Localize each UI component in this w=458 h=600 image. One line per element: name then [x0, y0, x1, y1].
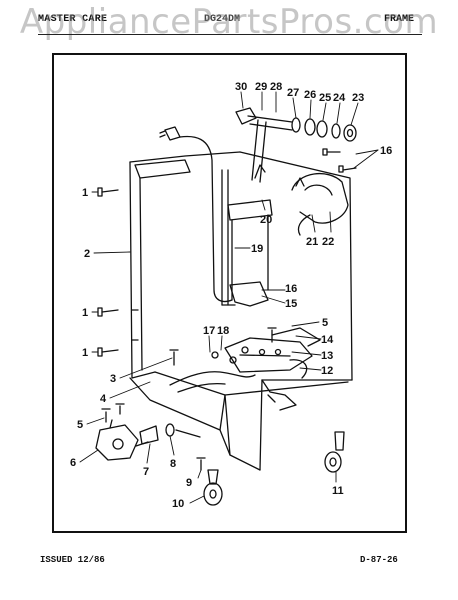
callout-15: 15: [285, 298, 297, 310]
callout-1: 1: [82, 307, 88, 319]
header-brand: MASTER CARE: [38, 14, 108, 25]
callout-19: 19: [251, 243, 263, 255]
callout-1: 1: [82, 187, 88, 199]
callout-26: 26: [304, 89, 316, 101]
leader-lines: [79, 91, 379, 504]
callout-16: 16: [285, 283, 297, 295]
diagram-frame: [52, 53, 407, 533]
burner-assembly: [235, 107, 357, 183]
callout-22: 22: [322, 236, 334, 248]
header-rule: [38, 34, 422, 35]
callout-28: 28: [270, 81, 282, 93]
header-model: DG24DM: [204, 14, 241, 25]
callout-25: 25: [319, 92, 331, 104]
callout-11: 11: [332, 485, 344, 497]
casters: [203, 431, 345, 506]
callout-16: 16: [380, 145, 392, 157]
callout-labels: 1 1 1 2 3 4 5 5 6 7 8 9 10 11 12 13 14 1…: [70, 81, 392, 510]
callout-21: 21: [306, 236, 318, 248]
issued-date: ISSUED 12/86: [40, 555, 105, 565]
callout-10: 10: [172, 498, 184, 510]
callout-5: 5: [322, 317, 328, 329]
callout-13: 13: [321, 350, 333, 362]
power-cord: [159, 126, 233, 303]
gas-valve-assembly: [95, 419, 149, 461]
callout-18: 18: [217, 325, 229, 337]
rear-duct-assembly: [221, 164, 273, 306]
wiring-harness: [169, 351, 256, 393]
cabinet-frame: [129, 151, 353, 471]
base-plate: [224, 337, 313, 411]
callout-20: 20: [260, 214, 272, 226]
callout-4: 4: [100, 393, 107, 405]
screws: [97, 148, 357, 471]
callout-14: 14: [321, 334, 334, 346]
callout-7: 7: [143, 466, 149, 478]
callout-9: 9: [186, 477, 192, 489]
callout-29: 29: [255, 81, 267, 93]
orifice-parts: [139, 423, 201, 445]
callout-3: 3: [110, 373, 116, 385]
blower-housing: [291, 172, 349, 236]
callout-6: 6: [70, 457, 76, 469]
callout-1: 1: [82, 347, 88, 359]
callout-17: 17: [203, 325, 215, 337]
callout-2: 2: [84, 248, 90, 260]
callout-5: 5: [77, 419, 83, 431]
callout-30: 30: [235, 81, 247, 93]
diagram-code: D-87-26: [360, 555, 398, 565]
cutaway-panel: [229, 281, 321, 347]
callout-23: 23: [352, 92, 364, 104]
callout-24: 24: [333, 92, 346, 104]
callout-8: 8: [170, 458, 176, 470]
callout-27: 27: [287, 87, 299, 99]
callout-12: 12: [321, 365, 333, 377]
header-section: FRAME: [384, 14, 415, 25]
